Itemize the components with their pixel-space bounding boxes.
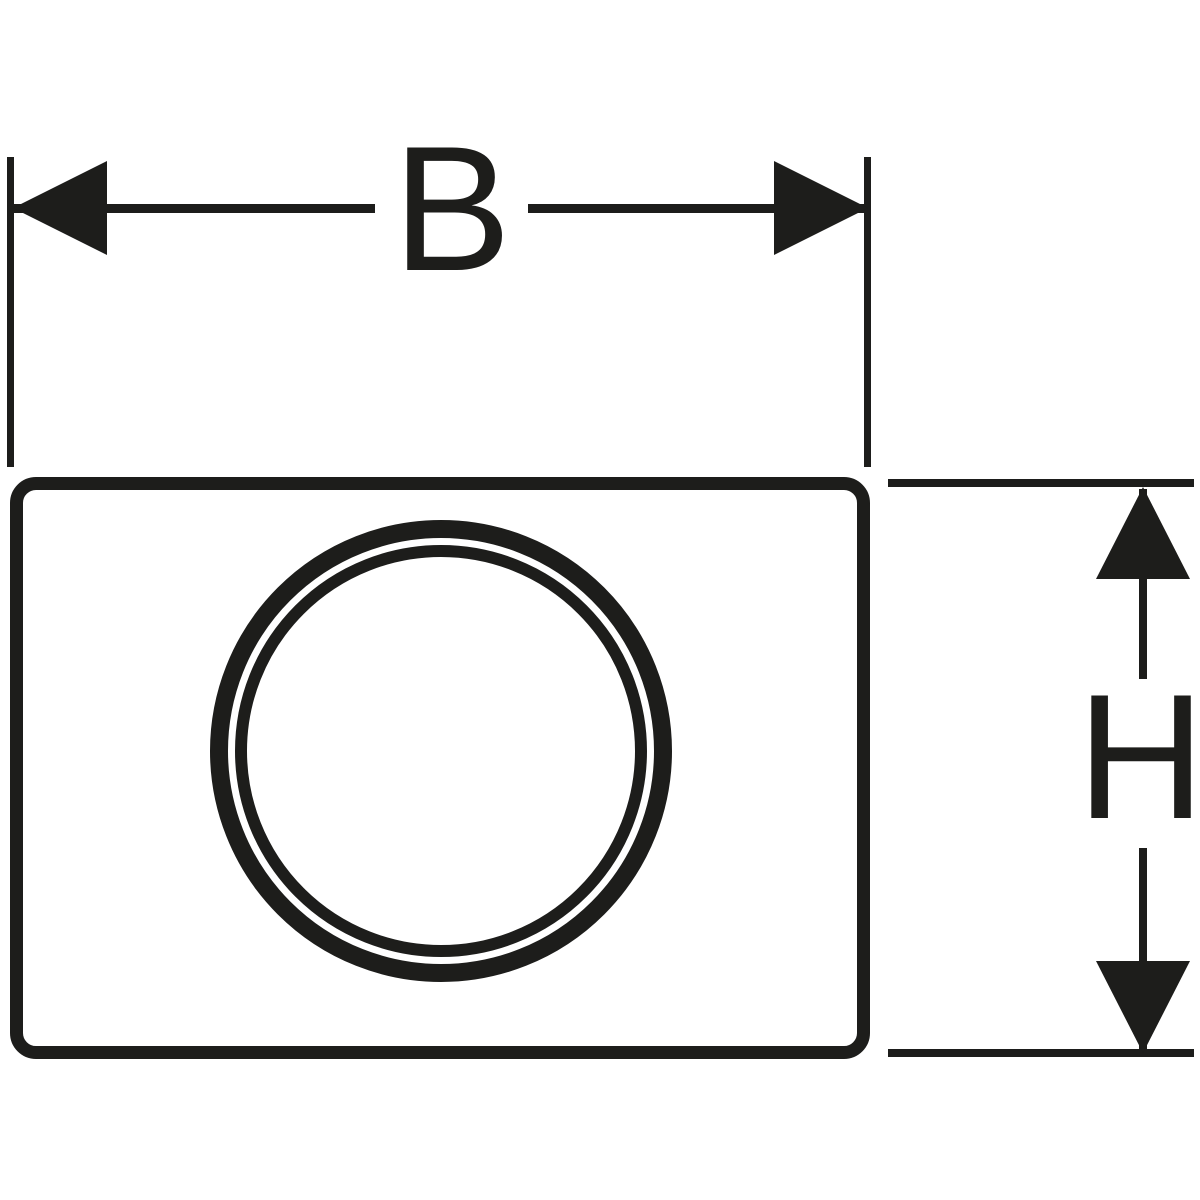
h-extension-line-bottom	[888, 1049, 1194, 1057]
b-dimension-line-left-segment	[13, 204, 375, 213]
b-dimension-line-right-segment	[528, 204, 868, 213]
h-dimension-line-upper-segment	[1139, 489, 1147, 679]
b-extension-line-right	[864, 157, 871, 467]
b-extension-line-left	[7, 157, 14, 467]
arrow-down-icon	[1096, 961, 1190, 1053]
push-button-inner-ring	[235, 545, 647, 957]
arrow-left-icon	[13, 161, 107, 255]
arrow-right-icon	[774, 161, 868, 255]
width-dimension-label: B	[392, 109, 512, 308]
arrow-up-icon	[1096, 487, 1190, 579]
h-extension-line-top	[888, 479, 1194, 487]
h-dimension-line-lower-segment	[1139, 848, 1147, 1053]
height-dimension-label: H	[1076, 657, 1200, 856]
